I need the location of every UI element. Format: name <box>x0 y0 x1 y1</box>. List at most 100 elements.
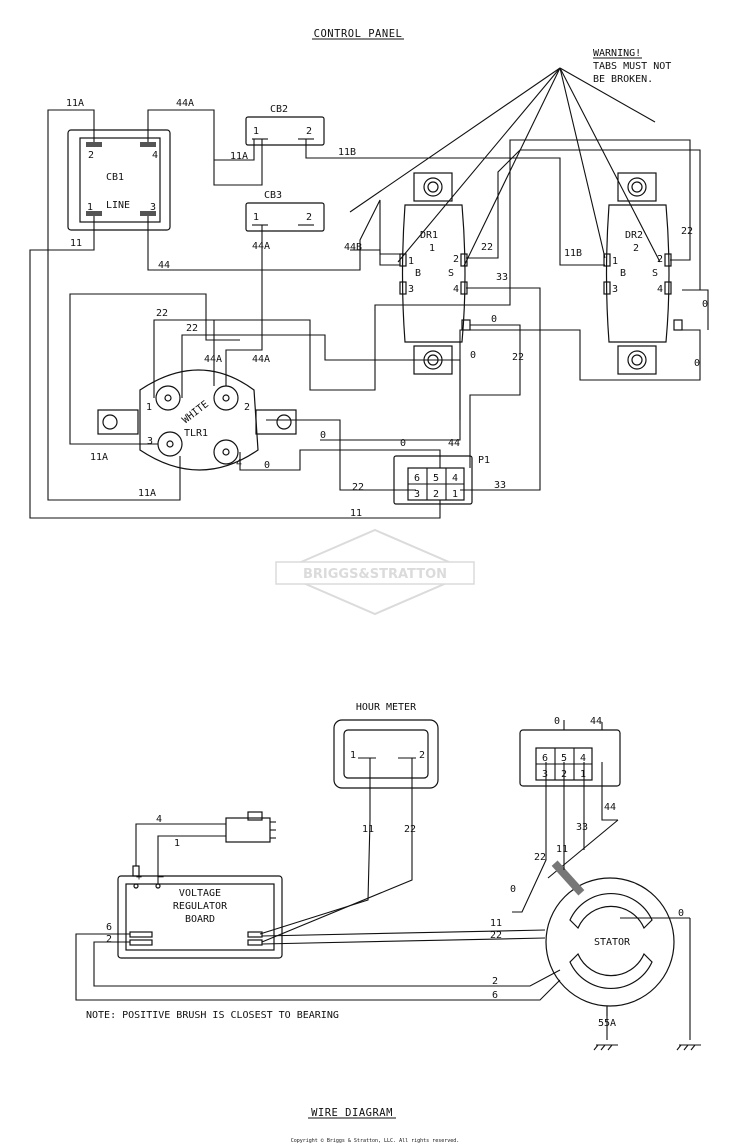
dr2-pin-2: 2 <box>657 254 663 265</box>
dr1-b-label: B <box>415 268 421 279</box>
wire-label-0-ground: 0 <box>678 908 684 919</box>
vreg-line-3: BOARD <box>185 914 215 925</box>
wire-label-11a-bottom: 11A <box>90 452 108 463</box>
p1-pin-6: 6 <box>414 473 420 484</box>
stator-label: STATOR <box>594 937 631 948</box>
wire-label-0-dr1: 0 <box>491 314 497 325</box>
wire-label-11-stator: 11 <box>490 918 502 929</box>
wire-label-11b-dr2: 11B <box>564 248 582 259</box>
wire-label-44-plug: 44 <box>604 802 616 813</box>
tlr1-pin-2: 2 <box>244 402 250 413</box>
stator-plug-pin-6: 6 <box>542 753 548 764</box>
wire-label-44a-cb3: 44A <box>252 241 270 252</box>
hour-meter-pin-2: 2 <box>419 750 425 761</box>
cb2-pin-1: 1 <box>253 126 259 137</box>
wire-label-22-a: 22 <box>156 308 168 319</box>
wire-label-22-stator: 22 <box>490 930 502 941</box>
tlr1-pin-4: 4 <box>236 458 242 469</box>
wire-label-22-hour: 22 <box>404 824 416 835</box>
wire-label-55a: 55A <box>598 1018 616 1029</box>
dr1-pin-1: 1 <box>408 256 414 267</box>
dr2-pin-4: 4 <box>657 284 663 295</box>
dr2-label: DR2 <box>625 230 643 241</box>
wire-label-44a-top: 44A <box>176 98 194 109</box>
wire-label-0-dr2-a: 0 <box>702 299 708 310</box>
wire-label-11-hour: 11 <box>362 824 374 835</box>
cb2-breaker: 1 2 CB2 <box>245 104 325 146</box>
stator-plug-pin-1: 1 <box>580 769 586 780</box>
wire-diagram-title: WIRE DIAGRAM <box>311 1107 393 1119</box>
wire-label-11-left: 11 <box>70 238 82 249</box>
stator-plug-pin-5: 5 <box>561 753 567 764</box>
wire-label-44: 44 <box>158 260 170 271</box>
brush-block <box>225 811 276 843</box>
cb2-label: CB2 <box>270 104 288 115</box>
wire-label-0-plug: 0 <box>510 884 516 895</box>
warning-line-2: TABS MUST NOT <box>593 61 671 72</box>
vreg-minus: − <box>158 872 164 883</box>
p1-pin-2: 2 <box>433 489 439 500</box>
dr1-receptacle: DR1 1 B S 1 3 2 4 <box>399 172 471 375</box>
tlr1-white-label: WHITE <box>181 399 211 426</box>
wire-diagram-wires <box>75 720 690 1016</box>
wire-label-33-p1: 33 <box>494 480 506 491</box>
wire-label-22-mid: 22 <box>512 352 524 363</box>
cb1-label: CB1 <box>106 172 124 183</box>
wire-label-11-bottom: 11 <box>350 508 362 519</box>
control-panel-wire-labels: 11A 44A 11A 11B 44A 44B 44 11 22 22 44A … <box>66 98 708 519</box>
wire-label-11a-cb2: 11A <box>230 151 248 162</box>
warning-pointer-lines <box>349 67 661 267</box>
control-panel-wires <box>29 109 709 519</box>
cb2-pin-2: 2 <box>306 126 312 137</box>
cb1-pin-4: 4 <box>152 150 158 161</box>
cb3-label: CB3 <box>264 190 282 201</box>
cb1-breaker: 2 4 CB1 LINE 1 3 <box>67 129 171 231</box>
p1-pin-4: 4 <box>452 473 458 484</box>
logo-text: BRIGGS&STRATTON <box>303 567 447 582</box>
stator: STATOR <box>545 819 675 1007</box>
stator-plug-pin-3: 3 <box>542 769 548 780</box>
cb1-pin-1: 1 <box>87 202 93 213</box>
wire-label-22-plug: 22 <box>534 852 546 863</box>
dr2-number: 2 <box>633 243 639 254</box>
ground-symbol-right <box>676 918 701 1051</box>
dr1-s-label: S <box>448 268 454 279</box>
vreg-line-1: VOLTAGE <box>179 888 221 899</box>
tlr1-label: TLR1 <box>184 428 208 439</box>
dr1-pin-4: 4 <box>453 284 459 295</box>
p1-pin-5: 5 <box>433 473 439 484</box>
wire-label-0-top-plug: 0 <box>554 716 560 727</box>
warning-line-3: BE BROKEN. <box>593 74 653 85</box>
wire-label-2-stator: 2 <box>492 976 498 987</box>
vreg-plus: + <box>136 872 142 883</box>
wire-label-44-top-plug: 44 <box>590 716 602 727</box>
cb3-breaker: 1 2 CB3 <box>245 190 325 232</box>
p1-pin-3: 3 <box>414 489 420 500</box>
wire-diagram-labels: 4 1 11 22 11 22 22 11 33 44 0 44 0 0 55A… <box>156 716 684 1029</box>
wire-label-22-dr1: 22 <box>481 242 493 253</box>
cb3-pin-1: 1 <box>253 212 259 223</box>
briggs-stratton-logo: BRIGGS&STRATTON <box>275 528 475 616</box>
stator-plug-pin-4: 4 <box>580 753 586 764</box>
tlr1-pin-1: 1 <box>146 402 152 413</box>
wire-label-1-brush: 1 <box>174 838 180 849</box>
dr2-pin-3: 3 <box>612 284 618 295</box>
wire-label-0-dr2-b: 0 <box>694 358 700 369</box>
cb3-pin-2: 2 <box>306 212 312 223</box>
voltage-regulator-board: VOLTAGE REGULATOR BOARD + − 6 2 <box>106 865 283 959</box>
wire-label-4-brush: 4 <box>156 814 162 825</box>
p1-pin-1: 1 <box>452 489 458 500</box>
wire-label-11-plug: 11 <box>556 844 568 855</box>
wire-label-44a-tlr-right: 44A <box>252 354 270 365</box>
dr2-b-label: B <box>620 268 626 279</box>
wire-label-6-stator: 6 <box>492 990 498 1001</box>
positive-brush-note: NOTE: POSITIVE BRUSH IS CLOSEST TO BEARI… <box>86 1010 339 1021</box>
wire-label-0-tlr-bottom: 0 <box>264 460 270 471</box>
wire-label-33-dr1: 33 <box>496 272 508 283</box>
dr1-pin-3: 3 <box>408 284 414 295</box>
wire-label-44a-tlr-left: 44A <box>204 354 222 365</box>
vreg-pin-6: 6 <box>106 922 112 933</box>
wire-label-0-tlr: 0 <box>320 430 326 441</box>
wire-label-22-b: 22 <box>186 323 198 334</box>
